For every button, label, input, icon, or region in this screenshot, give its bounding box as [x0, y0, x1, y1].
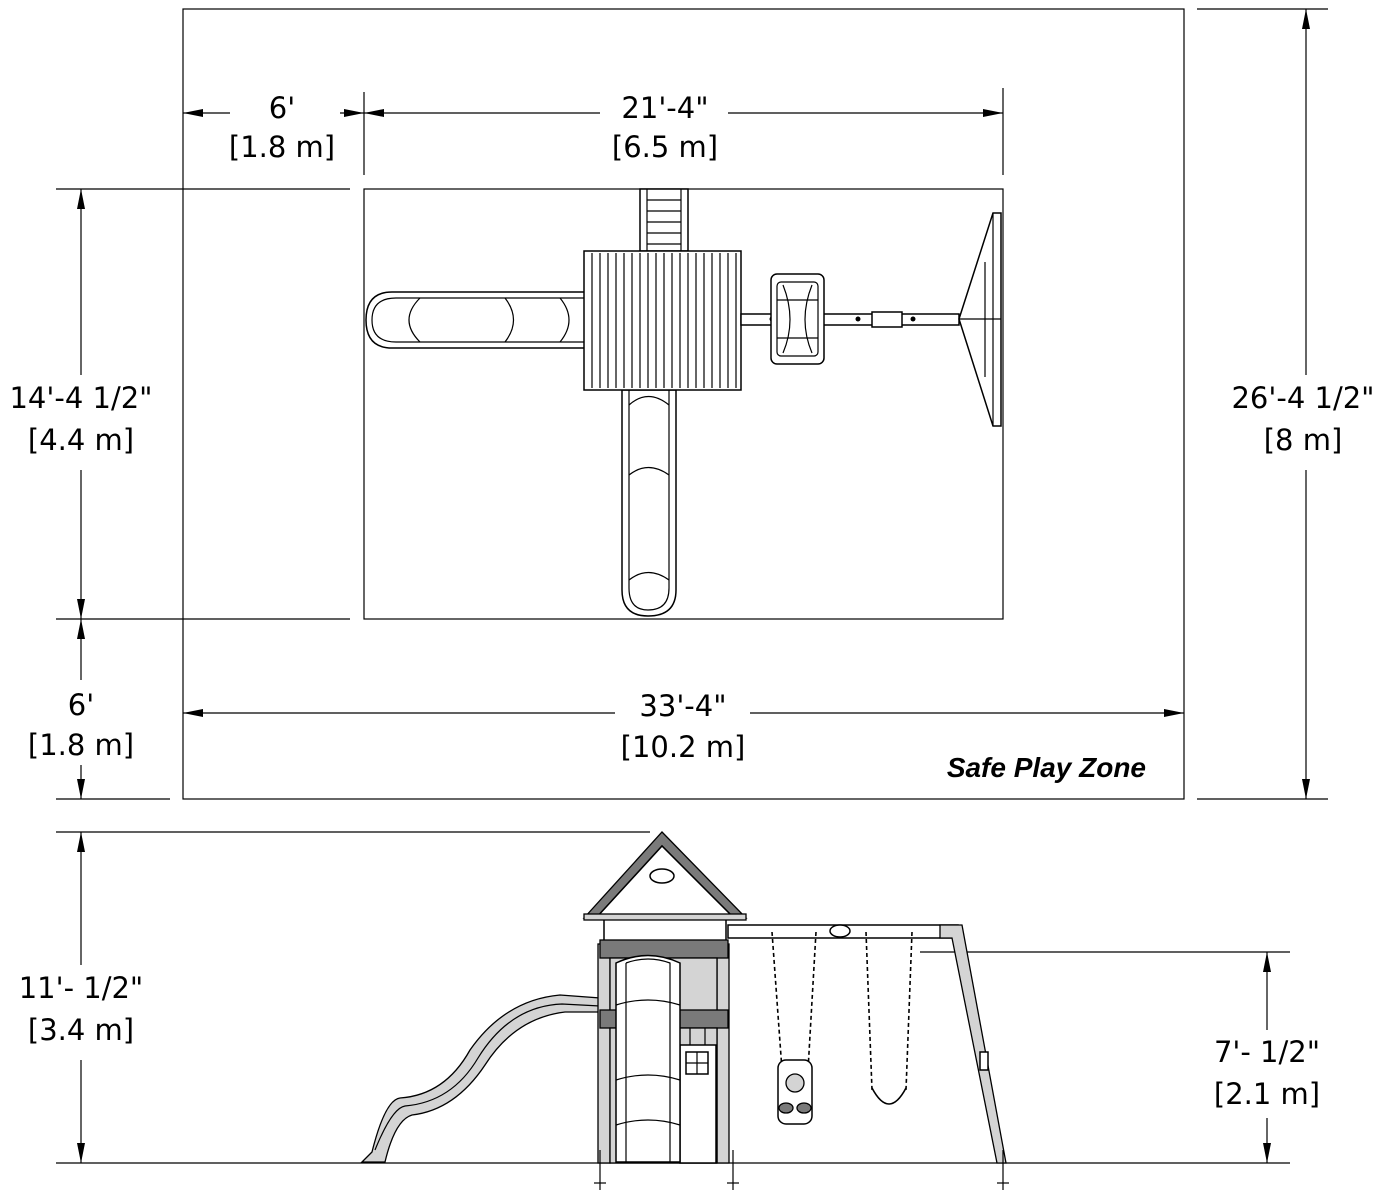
plan-fort-roof: [583, 250, 742, 391]
elevation-wave-slide: [360, 994, 601, 1163]
overall-height-ft: 11'- 1/2": [19, 971, 144, 1005]
elevation-tube-slide: [615, 954, 681, 1163]
plan-ladder: [639, 188, 689, 252]
dimension-lines: [77, 9, 1310, 799]
play-width-ft: 21'-4": [621, 91, 708, 125]
total-depth-m: [8 m]: [1264, 423, 1343, 457]
overall-height-m: [3.4 m]: [28, 1013, 134, 1047]
elevation-roof: [582, 831, 748, 921]
elevation-belt-swing: [865, 931, 913, 1105]
play-depth-m: [4.4 m]: [28, 423, 134, 457]
extension-lines: [56, 8, 1328, 800]
play-width-m: [6.5 m]: [612, 130, 718, 164]
swing-beam-height-ft: 7'- 1/2": [1214, 1035, 1320, 1069]
plan-tube-slide-left: [365, 291, 586, 349]
left-clearance-ft: 6': [269, 91, 295, 125]
play-depth-ft: 14'-4 1/2": [9, 381, 152, 415]
elevation-swing-beam: [727, 924, 1007, 1164]
elevation-dimension-lines: [77, 832, 1271, 1163]
bottom-clearance-m: [1.8 m]: [28, 728, 134, 762]
total-depth-ft: 26'-4 1/2": [1231, 381, 1374, 415]
swing-beam-height-m: [2.1 m]: [1214, 1077, 1320, 1111]
safe-play-zone-label: Safe Play Zone: [947, 752, 1146, 783]
total-width-ft: 33'-4": [639, 689, 726, 723]
total-width-m: [10.2 m]: [621, 730, 746, 764]
bottom-clearance-ft: 6': [68, 688, 94, 722]
plan-wave-slide-down: [621, 389, 677, 617]
plan-a-frame: [958, 212, 1002, 427]
ground-stakes: [594, 1150, 1009, 1190]
left-clearance-m: [1.8 m]: [229, 130, 335, 164]
safe-play-zone-boundary: [182, 8, 1185, 800]
plan-glider-swing: [770, 273, 825, 365]
elevation-glider-swing: [771, 931, 817, 1125]
